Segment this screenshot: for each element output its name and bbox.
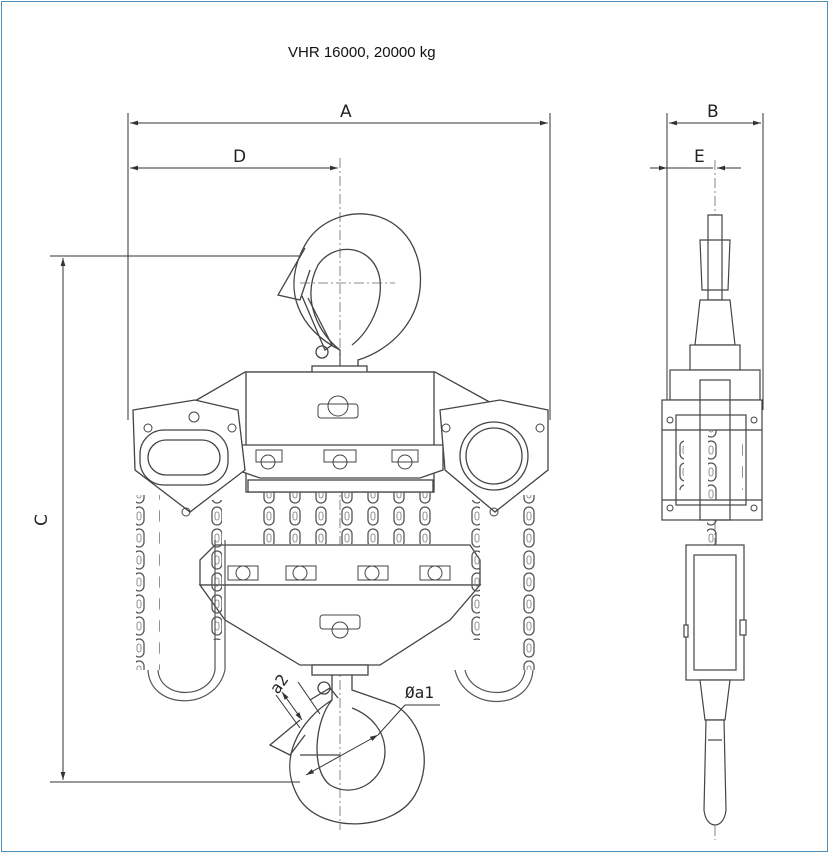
- side-view-details: [666, 416, 758, 512]
- dimension-e-label: E: [694, 147, 705, 167]
- dimension-b: [666, 113, 764, 410]
- dimension-a-label: A: [340, 102, 352, 122]
- bolts: [143, 395, 545, 639]
- top-hook: [276, 213, 422, 372]
- dimension-b-label: B: [707, 102, 719, 122]
- dimension-c: [50, 255, 300, 783]
- dimension-a: [127, 113, 551, 420]
- dimension-a1: [305, 704, 440, 776]
- title-text: VHR 16000, 20000 kg: [288, 44, 436, 61]
- dimension-a1-label: Øa1: [405, 683, 434, 702]
- dimension-c-label: C: [32, 514, 52, 526]
- bottom-hook: [268, 675, 425, 825]
- hoist-body: [132, 365, 549, 676]
- load-chains: [200, 492, 480, 640]
- dimension-a2: [275, 681, 321, 729]
- dimension-d-label: D: [233, 147, 246, 167]
- dimension-a2-label: a2: [266, 671, 293, 698]
- hand-chains: [136, 495, 544, 702]
- side-view: [661, 214, 763, 826]
